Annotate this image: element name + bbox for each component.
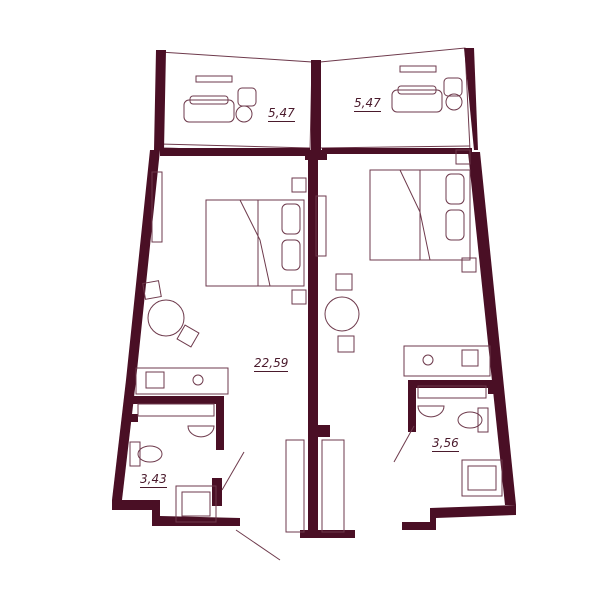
- balcony-left: [159, 51, 313, 153]
- dining-table-icon: [142, 280, 200, 348]
- balcony-right: [319, 47, 471, 153]
- armchair-icon: [235, 87, 257, 123]
- area-label-studio: 22,59: [254, 356, 289, 372]
- corridor-hatch: [285, 439, 345, 533]
- walls: [112, 48, 516, 538]
- kitchen-icon: [135, 367, 229, 395]
- toilet-icon: [457, 407, 489, 433]
- sofa-icon: [183, 75, 235, 123]
- shower-icon: [175, 485, 217, 523]
- shower-icon: [461, 459, 503, 497]
- armchair-icon: [443, 77, 463, 111]
- door-swing: [221, 451, 245, 491]
- toilet-icon: [129, 441, 163, 467]
- wardrobe-icon: [151, 171, 163, 243]
- bed-icon: [369, 149, 477, 273]
- door-swing: [235, 529, 281, 561]
- sink-icon: [187, 425, 215, 438]
- area-label-bathroom-right: 3,56: [432, 436, 459, 452]
- wardrobe-icon: [315, 195, 327, 257]
- area-label-balcony-right: 5,47: [354, 96, 381, 112]
- dining-table-icon: [324, 273, 360, 353]
- area-label-balcony-left: 5,47: [268, 106, 295, 122]
- kitchen-icon: [403, 345, 491, 377]
- sofa-icon: [391, 65, 443, 113]
- sink-icon: [417, 405, 445, 418]
- door-swing: [393, 425, 415, 463]
- bed-icon: [205, 177, 307, 305]
- area-label-bathroom-left: 3,43: [140, 472, 167, 488]
